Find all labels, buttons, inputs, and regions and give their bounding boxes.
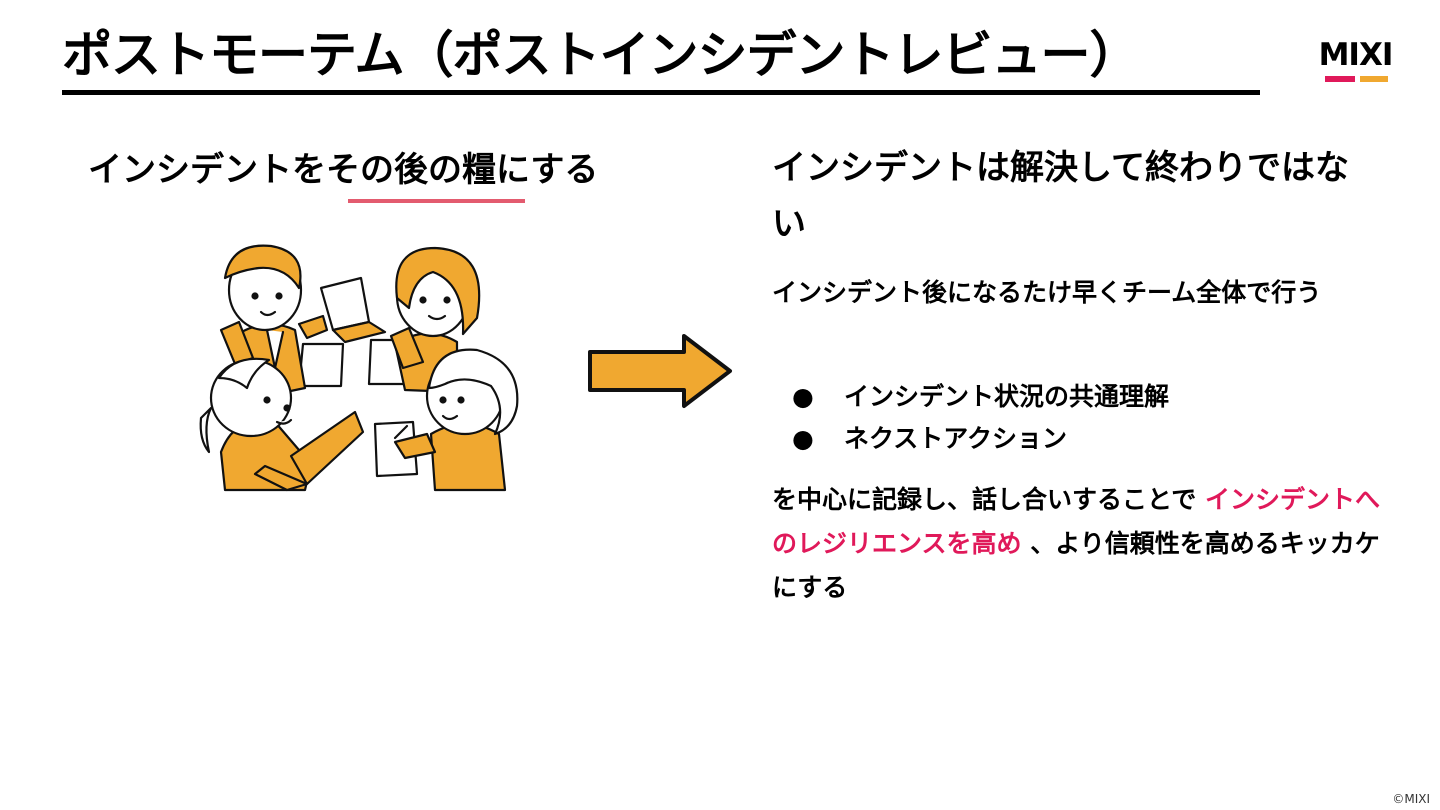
copyright: ©MIXI [1392,792,1430,806]
left-heading-emphasis: その後の糧 [326,150,496,190]
intro-text: インシデント後になるたけ早くチーム全体で行う [772,278,1322,307]
body-highlight: インシデントへのレジリエンスを高め [772,485,1380,558]
body-text-after: 、より信頼性を高めるキッカケにする [772,529,1380,602]
team-meeting-illustration [199,244,519,492]
left-heading: インシデントをその後の糧にする [88,142,608,198]
body-text-before: を中心に記録し、話し合いすることで [772,485,1205,514]
list-item: ● インシデント状況の共通理解 [772,376,1169,418]
title-underline [62,90,1260,95]
right-heading: インシデントは解決して終わりではない [772,148,1349,244]
bullet-list: ● インシデント状況の共通理解 ● ネクストアクション [772,376,1169,460]
bullet-marker: ● [792,424,814,453]
right-arrow-icon [588,334,732,408]
bullet-marker: ● [792,382,814,411]
left-heading-part1: インシデントを [88,150,326,190]
slide-title: ポストモーテム（ポストインシデントレビュー） [62,26,1139,84]
bullet-text: ネクストアクション [844,424,1068,453]
logo-bar-red [1325,76,1355,82]
body-paragraph: を中心に記録し、話し合いすることで インシデントへのレジリエンスを高め 、より信… [772,478,1380,610]
logo-text: MIXI [1318,37,1394,73]
bullet-text: インシデント状況の共通理解 [844,382,1170,411]
mixi-logo: MIXI [1308,38,1403,86]
emphasis-underline [348,199,525,203]
logo-bar-yellow [1360,76,1388,82]
list-item: ● ネクストアクション [772,418,1169,460]
left-heading-part2: にする [496,150,599,190]
